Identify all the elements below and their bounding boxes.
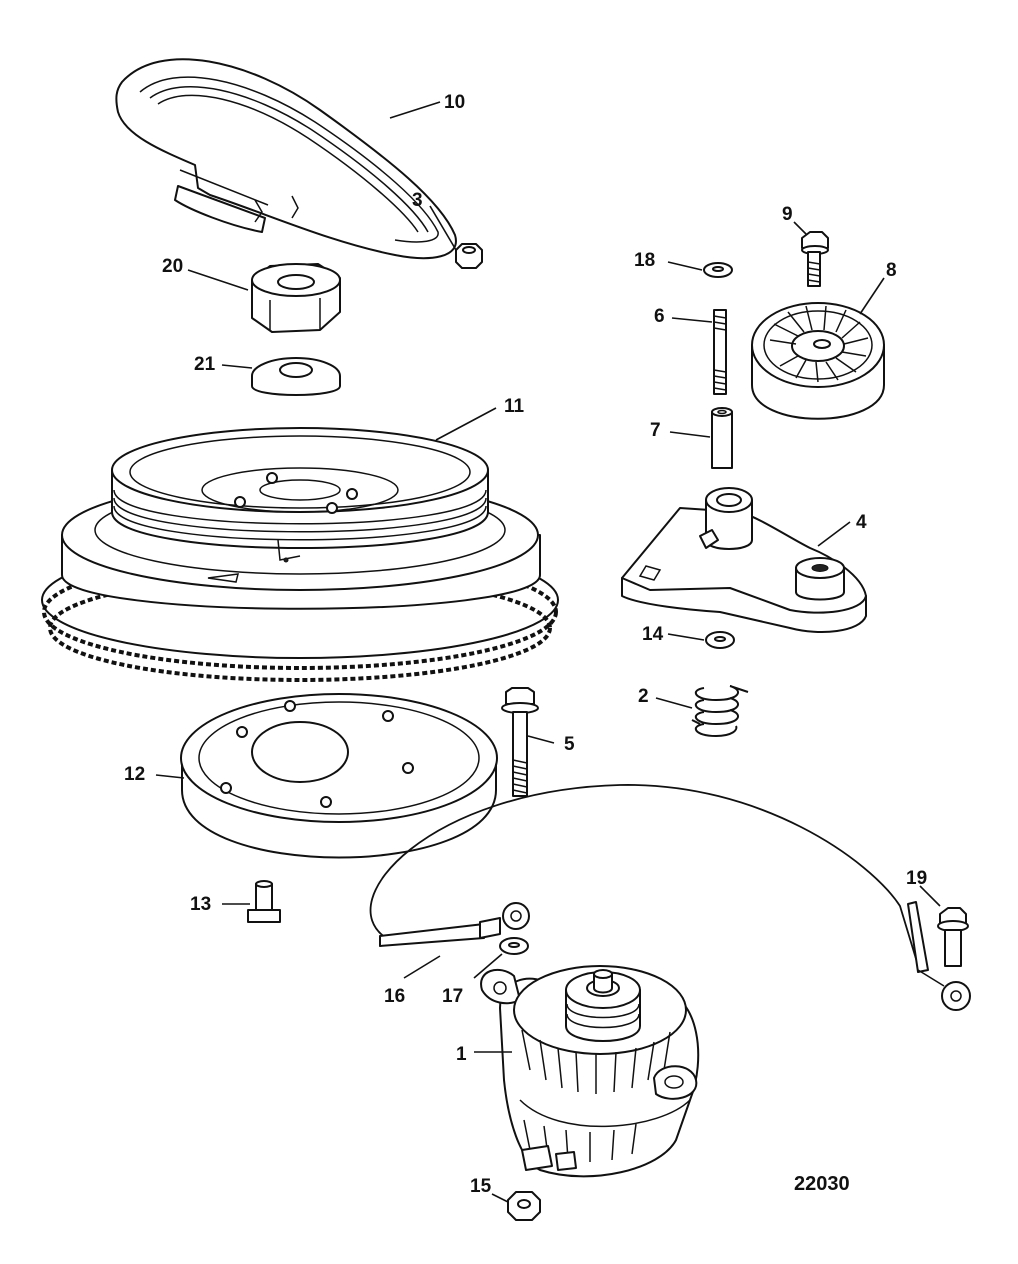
leader-14 — [667, 633, 705, 641]
figure-number: 22030 — [794, 1173, 850, 1195]
callout-labels: 10 20 21 11 12 13 5 3 18 9 8 6 7 4 14 2 … — [124, 92, 927, 1197]
tensioner-arm-part — [621, 487, 867, 633]
callout-6: 6 — [654, 306, 665, 327]
callout-5: 5 — [564, 734, 575, 755]
leader-12 — [155, 774, 185, 779]
spring-part — [691, 685, 749, 738]
idler-pulley-part — [751, 302, 885, 420]
leader-10 — [389, 101, 441, 119]
small-bolt-part — [247, 880, 281, 923]
spacer-part — [711, 407, 733, 469]
leader-lines — [155, 101, 941, 1203]
callout-8: 8 — [886, 260, 897, 281]
callout-7: 7 — [650, 420, 661, 441]
callout-15: 15 — [470, 1176, 492, 1197]
leader-20 — [187, 269, 249, 291]
leader-4 — [817, 521, 851, 547]
leader-7 — [669, 431, 711, 438]
small-nut-part — [455, 243, 483, 269]
small-washer-part — [703, 262, 733, 278]
belt-part — [115, 58, 457, 260]
callout-17: 17 — [442, 986, 463, 1007]
leader-21 — [221, 364, 253, 369]
stud-part — [713, 309, 727, 395]
alternator-part — [480, 965, 700, 1178]
callout-11: 11 — [504, 396, 525, 417]
cable-bolt-part — [937, 907, 969, 967]
washer-part — [251, 357, 341, 396]
leader-18 — [667, 261, 703, 271]
leader-5 — [527, 735, 555, 744]
callout-18: 18 — [634, 250, 655, 271]
callout-13: 13 — [190, 894, 211, 915]
callout-2: 2 — [638, 686, 649, 707]
leader-6 — [671, 317, 713, 323]
leader-16 — [403, 955, 441, 979]
callout-1: 1 — [456, 1044, 467, 1065]
leader-15 — [491, 1193, 509, 1203]
leader-11 — [435, 407, 497, 441]
alternator-nut-part — [507, 1191, 541, 1221]
long-bolt-part — [501, 687, 539, 797]
leader-9 — [793, 221, 807, 235]
callout-20: 20 — [162, 256, 183, 277]
callout-19: 19 — [906, 868, 927, 889]
tensioner-washer-part — [705, 631, 735, 649]
cable-part — [369, 784, 971, 1011]
leader-19 — [919, 885, 941, 907]
cable-washer-part — [499, 937, 529, 955]
hex-nut-part — [251, 263, 341, 333]
callout-3: 3 — [412, 190, 423, 211]
flywheel-part — [41, 427, 559, 682]
pulley-bolt-part — [801, 231, 829, 287]
callout-21: 21 — [194, 354, 216, 375]
callout-12: 12 — [124, 764, 145, 785]
callout-9: 9 — [782, 204, 793, 225]
leader-2 — [655, 697, 693, 709]
callout-4: 4 — [856, 512, 867, 533]
leader-8 — [859, 277, 885, 315]
hub-part — [180, 693, 498, 859]
leader-3 — [429, 205, 457, 251]
callout-16: 16 — [384, 986, 405, 1007]
leader-17 — [473, 953, 503, 979]
callout-14: 14 — [642, 624, 664, 645]
callout-10: 10 — [444, 92, 465, 113]
